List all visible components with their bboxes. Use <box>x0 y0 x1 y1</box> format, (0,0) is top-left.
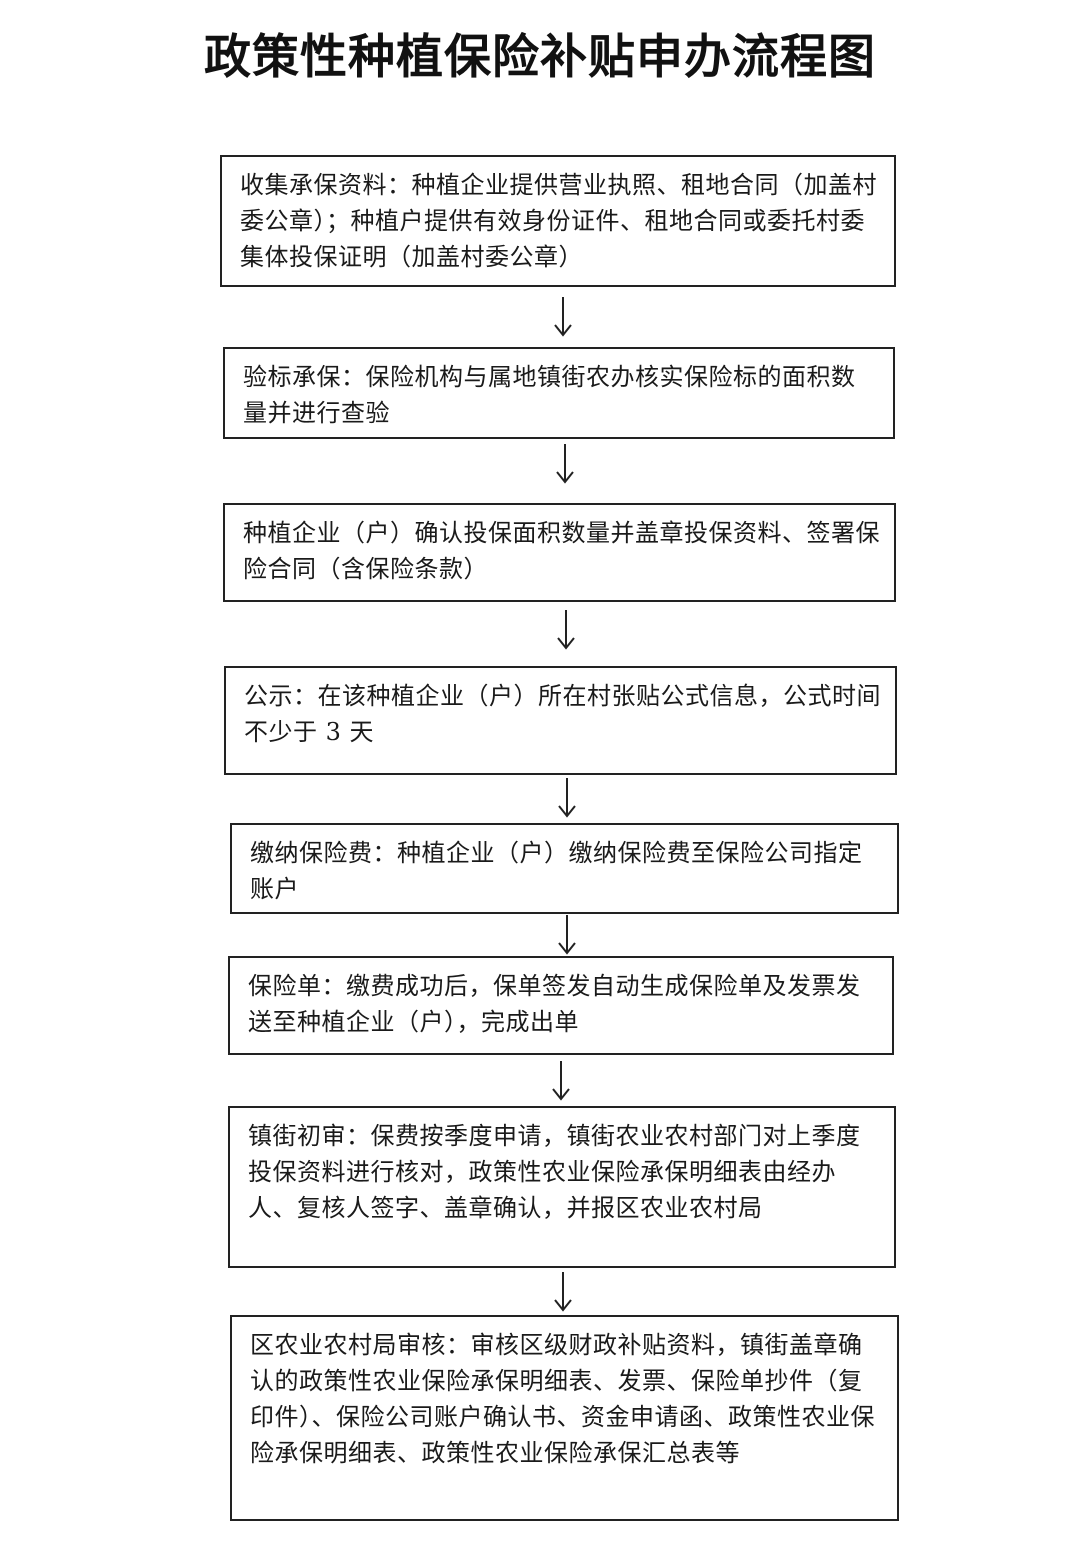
step-text: 验标承保：保险机构与属地镇街农办核实保险标的面积数量并进行查验 <box>243 363 856 427</box>
step-pay-premium: 缴纳保险费：种植企业（户）缴纳保险费至保险公司指定账户 <box>230 823 899 914</box>
step-text: 缴纳保险费：种植企业（户）缴纳保险费至保险公司指定账户 <box>250 839 863 903</box>
arrow-down-icon <box>554 297 572 337</box>
page-title: 政策性种植保险补贴申办流程图 <box>204 30 876 85</box>
step-text: 区农业农村局审核：审核区级财政补贴资料，镇街盖章确认的政策性农业保险承保明细表、… <box>250 1331 875 1467</box>
arrow-down-icon <box>556 444 574 484</box>
arrow-down-icon <box>557 610 575 650</box>
step-confirm-sign: 种植企业（户）确认投保面积数量并盖章投保资料、签署保险合同（含保险条款） <box>223 503 896 602</box>
arrow-down-icon <box>554 1272 572 1312</box>
step-text: 收集承保资料：种植企业提供营业执照、租地合同（加盖村委公章）；种植户提供有效身份… <box>240 171 877 271</box>
step-district-audit: 区农业农村局审核：审核区级财政补贴资料，镇街盖章确认的政策性农业保险承保明细表、… <box>230 1315 899 1521</box>
step-town-review: 镇街初审：保费按季度申请，镇街农业农村部门对上季度投保资料进行核对，政策性农业保… <box>228 1106 896 1268</box>
arrow-down-icon <box>558 915 576 955</box>
step-text: 公示：在该种植企业（户）所在村张贴公式信息，公式时间不少于 3 天 <box>244 682 881 746</box>
arrow-down-icon <box>552 1061 570 1101</box>
step-policy-issued: 保险单：缴费成功后，保单签发自动生成保险单及发票发送至种植企业（户），完成出单 <box>228 956 894 1055</box>
step-text: 保险单：缴费成功后，保单签发自动生成保险单及发票发送至种植企业（户），完成出单 <box>248 972 861 1036</box>
arrow-down-icon <box>558 778 576 818</box>
step-public-notice: 公示：在该种植企业（户）所在村张贴公式信息，公式时间不少于 3 天 <box>224 666 897 775</box>
step-collect-materials: 收集承保资料：种植企业提供营业执照、租地合同（加盖村委公章）；种植户提供有效身份… <box>220 155 896 287</box>
step-text: 镇街初审：保费按季度申请，镇街农业农村部门对上季度投保资料进行核对，政策性农业保… <box>248 1122 861 1222</box>
step-inspection: 验标承保：保险机构与属地镇街农办核实保险标的面积数量并进行查验 <box>223 347 895 439</box>
step-text: 种植企业（户）确认投保面积数量并盖章投保资料、签署保险合同（含保险条款） <box>243 519 880 583</box>
